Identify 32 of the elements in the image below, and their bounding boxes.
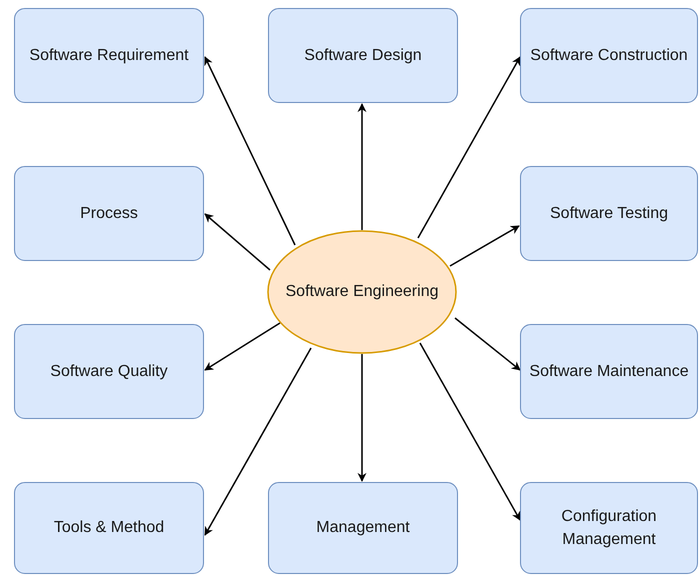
arrow [419, 342, 521, 521]
topic-box [14, 8, 204, 103]
topic-box [520, 482, 698, 574]
node-label: Software Testing [549, 204, 669, 224]
arrow [454, 317, 521, 371]
node-label: Software Maintenance [528, 362, 690, 382]
topic-box [14, 482, 204, 574]
topic-box [520, 166, 698, 261]
topic-box [14, 166, 204, 261]
arrow [450, 225, 520, 267]
central-ellipse [267, 230, 457, 354]
node-label: Configuration Management [560, 506, 658, 550]
node-label: Tools & Method [52, 518, 166, 538]
topic-box [520, 8, 698, 103]
arrow [417, 56, 521, 238]
topic-box [268, 8, 458, 103]
node-label: Software Engineering [284, 282, 440, 302]
arrow [204, 348, 312, 536]
topic-box [14, 324, 204, 419]
arrow [204, 56, 296, 246]
topic-box [268, 482, 458, 574]
arrow [204, 213, 270, 271]
node-label: Software Construction [529, 46, 689, 66]
arrow [358, 354, 366, 482]
arrow [358, 103, 366, 230]
node-label: Software Quality [49, 362, 169, 382]
node-label: Management [315, 518, 411, 538]
node-label: Process [79, 204, 139, 224]
arrow [204, 322, 280, 371]
node-label: Software Requirement [28, 46, 190, 66]
node-label: Software Design [303, 46, 423, 66]
topic-box [520, 324, 698, 419]
